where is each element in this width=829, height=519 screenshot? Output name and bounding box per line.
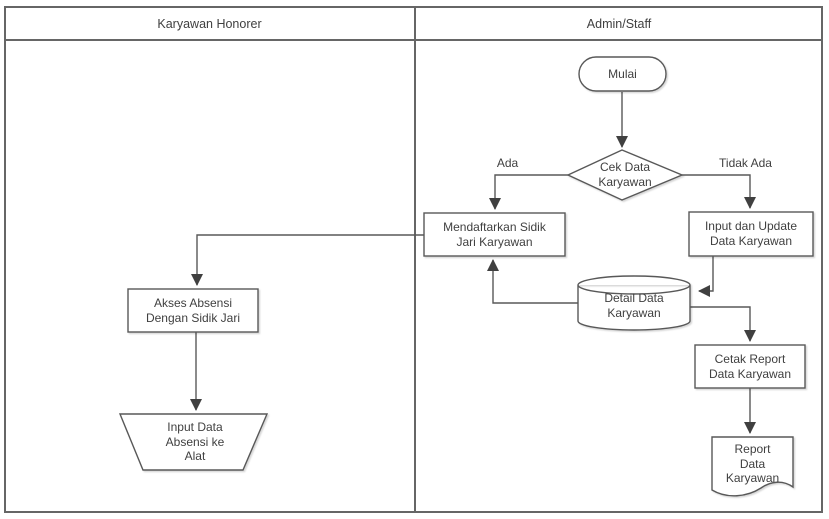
access-absence-shape bbox=[127, 288, 259, 333]
lane-divider bbox=[414, 6, 416, 513]
edge-decision-ada bbox=[489, 174, 568, 210]
manual-input-trapezoid-shape bbox=[118, 413, 269, 471]
edge-database-to-print bbox=[690, 306, 756, 342]
edge-register-to-access bbox=[191, 234, 424, 286]
edge-decision-tidak-ada bbox=[682, 174, 756, 209]
print-report-shape bbox=[694, 344, 806, 389]
lane-title-admin-staff: Admin/Staff bbox=[586, 16, 652, 31]
lane-header-separator bbox=[4, 39, 823, 41]
database-cylinder-shape bbox=[577, 275, 691, 331]
swimlane-frame bbox=[4, 6, 823, 513]
report-document-shape bbox=[711, 436, 794, 497]
edge-input-update-to-database bbox=[698, 256, 714, 297]
lane-title-karyawan-honorer: Karyawan Honorer bbox=[157, 16, 262, 31]
connectors bbox=[190, 92, 756, 434]
edge-database-to-register bbox=[487, 259, 578, 304]
shapes bbox=[118, 56, 814, 497]
decision-diamond-shape bbox=[566, 149, 684, 201]
input-update-shape bbox=[688, 211, 814, 257]
start-terminator-shape bbox=[578, 56, 667, 92]
register-fingerprint-shape bbox=[423, 212, 566, 257]
